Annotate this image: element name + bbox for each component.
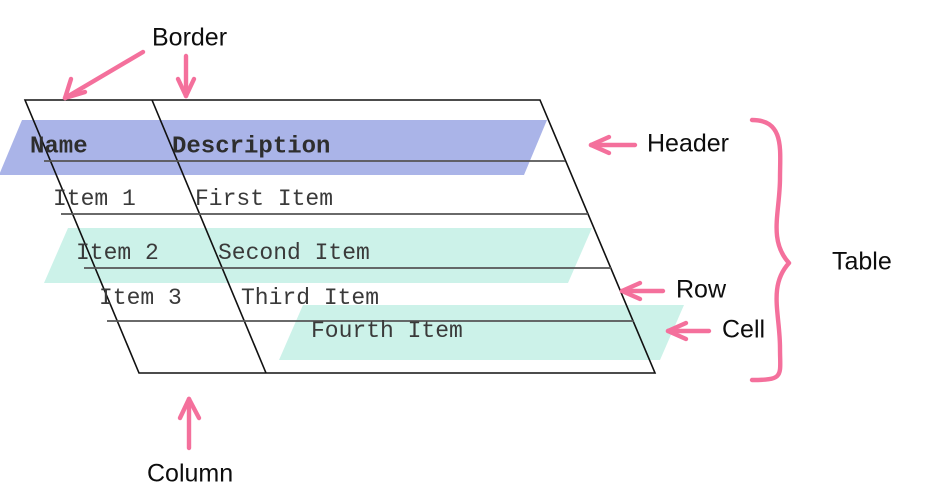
annotation-row: Row (619, 276, 727, 304)
border-arrow-diagonal-icon (62, 49, 146, 101)
column-arrow-up-icon (177, 396, 202, 451)
border-arrow-vertical-icon (175, 53, 197, 99)
table-outline (23, 99, 657, 374)
row-separator-lines (44, 160, 634, 322)
cell-row3-description: Third Item (241, 285, 379, 311)
annotation-label-column: Column (147, 460, 233, 488)
cell-row1-name: Item 1 (53, 186, 136, 212)
table-text-layer: Name Description Item 1 First Item Item … (30, 133, 463, 344)
table-curly-brace-icon (749, 117, 792, 383)
annotation-border: Border (62, 24, 227, 101)
annotation-header: Header (588, 130, 729, 158)
annotation-cell: Cell (665, 316, 765, 344)
annotation-table: Table (749, 117, 892, 383)
annotation-label-cell: Cell (722, 316, 765, 344)
cell-highlight-band (279, 305, 684, 360)
cell-row2-name: Item 2 (76, 240, 159, 266)
annotation-label-border: Border (152, 24, 227, 52)
table-border-outline (23, 99, 657, 374)
column-header-name: Name (30, 133, 88, 160)
cell-row3-name: Item 3 (99, 285, 182, 311)
cell-floating-fourth-item: Fourth Item (311, 318, 463, 344)
column-divider-line (151, 99, 267, 374)
annotation-column: Column (147, 396, 233, 488)
cell-row1-description: First Item (195, 186, 333, 212)
column-header-description: Description (172, 133, 330, 160)
cell-arrow-left-icon (665, 320, 712, 342)
annotation-label-header: Header (647, 130, 729, 158)
annotation-label-row: Row (676, 276, 727, 304)
annotation-label-table: Table (832, 248, 892, 276)
row-highlight-band (44, 228, 592, 283)
row-arrow-left-icon (619, 280, 666, 302)
cell-row2-description: Second Item (218, 240, 370, 266)
header-arrow-left-icon (588, 134, 638, 156)
